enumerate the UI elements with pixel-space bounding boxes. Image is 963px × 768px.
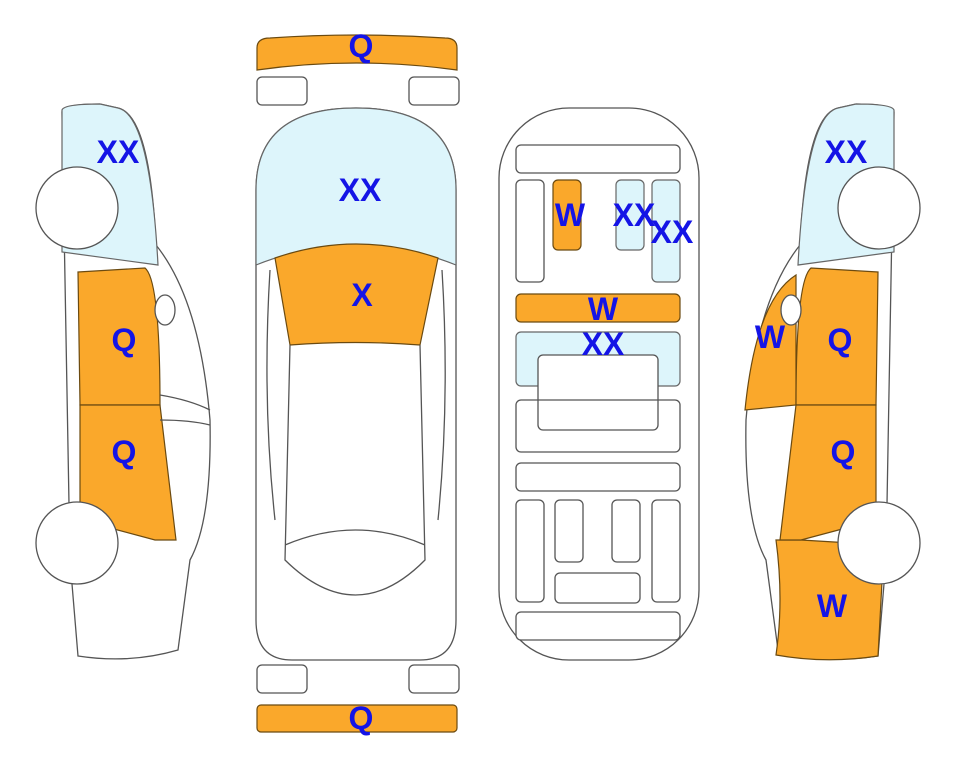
left-rear-door[interactable] — [79, 404, 177, 541]
label-right-front-fender: W — [755, 319, 786, 355]
rear-left-light — [256, 664, 308, 694]
label-interior-panel-center: XX — [613, 197, 656, 233]
label-interior-panel-right: XX — [651, 214, 694, 250]
top-cabin-lines — [266, 269, 446, 596]
left-window-line — [159, 394, 211, 426]
interior-panel — [651, 499, 681, 603]
label-rear-bumper: Q — [349, 700, 374, 736]
left-front-wheel — [35, 166, 119, 250]
interior-panel — [515, 462, 681, 492]
interior-panel — [554, 499, 584, 563]
label-top-windshield: XX — [339, 172, 382, 208]
left-mirror — [154, 294, 176, 326]
interior-panel-right[interactable] — [651, 179, 681, 283]
front-left-light — [256, 76, 308, 106]
interior-panel — [515, 144, 681, 174]
right-rear-wheel — [837, 501, 921, 585]
interior-panel-center[interactable] — [615, 179, 645, 251]
label-left-front-door: Q — [112, 322, 137, 358]
label-interior-dash: W — [588, 291, 619, 327]
right-rear-door[interactable] — [779, 404, 877, 541]
interior-seat-left[interactable] — [552, 179, 582, 251]
label-hood: X — [351, 277, 373, 313]
label-right-rear-quarter: W — [817, 588, 848, 624]
left-side-view — [35, 103, 211, 660]
right-front-wheel — [837, 166, 921, 250]
rear-right-light — [408, 664, 460, 694]
left-rear-wheel — [35, 501, 119, 585]
front-right-light — [408, 76, 460, 106]
interior-panel — [515, 499, 545, 603]
interior-panel — [515, 179, 545, 283]
interior-panel — [611, 499, 641, 563]
label-left-rear-door: Q — [112, 434, 137, 470]
label-right-front-door: Q — [828, 322, 853, 358]
top-view — [255, 34, 460, 733]
label-front-bumper: Q — [349, 28, 374, 64]
label-interior-seat-left: W — [555, 197, 586, 233]
right-mirror — [780, 294, 802, 326]
interior-view — [498, 107, 700, 661]
interior-panel — [537, 354, 659, 431]
interior-panel — [554, 572, 641, 604]
interior-dash[interactable] — [515, 293, 681, 323]
front-bumper[interactable] — [256, 34, 458, 71]
rear-bumper[interactable] — [256, 704, 458, 733]
interior-panel — [515, 399, 681, 453]
label-interior-console: XX — [582, 326, 625, 362]
hood[interactable] — [274, 243, 439, 346]
label-right-windshield: XX — [825, 134, 868, 170]
interior-panel — [515, 611, 681, 641]
right-side-view — [744, 103, 921, 661]
label-right-rear-door: Q — [831, 434, 856, 470]
label-left-windshield: XX — [97, 134, 140, 170]
